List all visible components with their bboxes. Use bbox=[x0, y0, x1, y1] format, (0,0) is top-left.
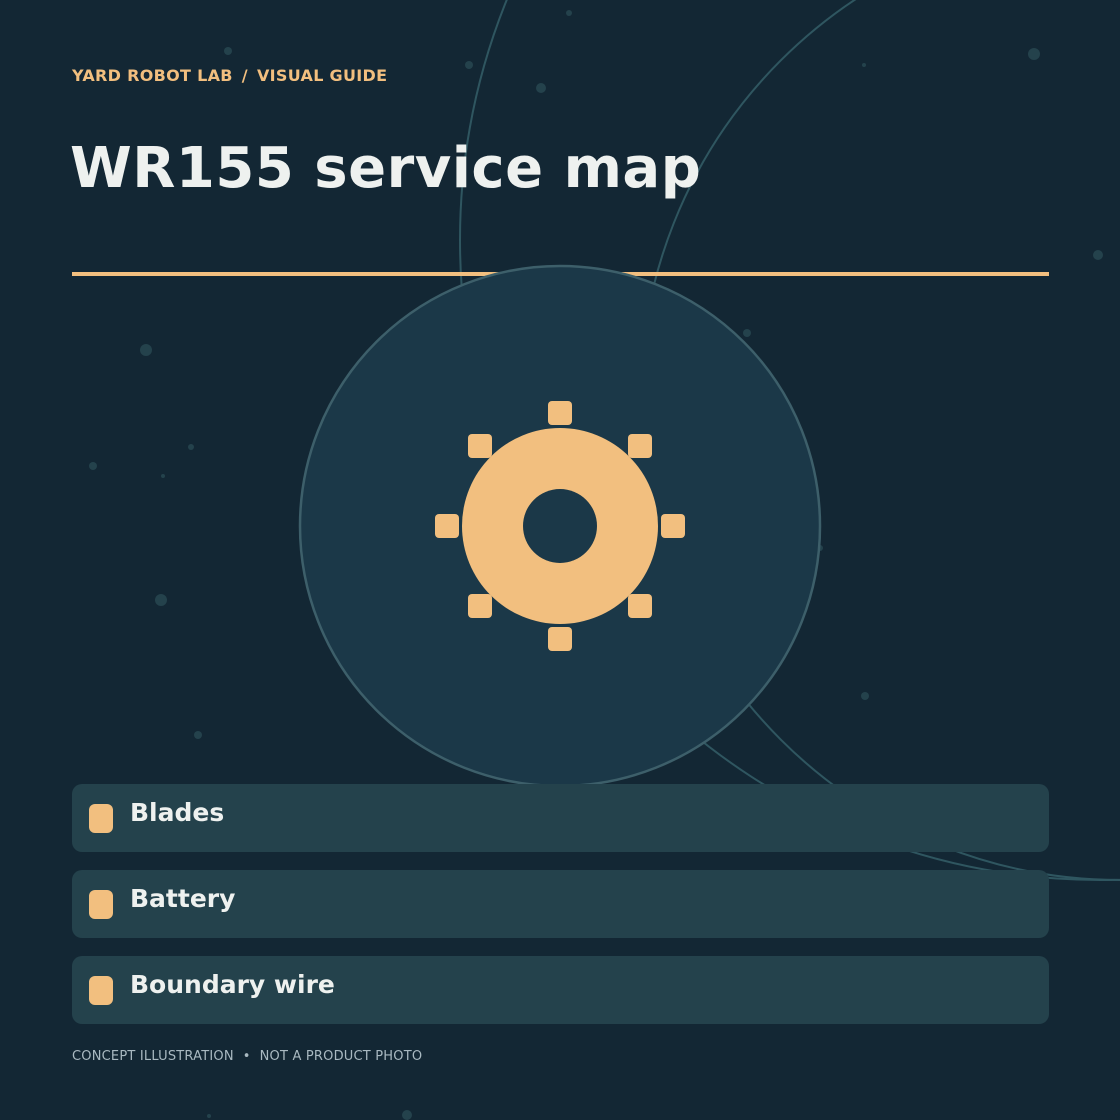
star-dot bbox=[1093, 250, 1103, 260]
star-dot bbox=[224, 47, 232, 55]
star-dot bbox=[194, 731, 202, 739]
star-dot bbox=[743, 329, 751, 337]
star-dot bbox=[465, 61, 473, 69]
list-item-blades[interactable]: Blades bbox=[72, 784, 1049, 852]
gear-tooth bbox=[661, 514, 685, 538]
item-marker bbox=[89, 804, 113, 833]
gear-tooth bbox=[628, 434, 652, 458]
star-dot bbox=[207, 1114, 211, 1118]
star-dot bbox=[89, 462, 97, 470]
component-list: Blades Battery Boundary wire bbox=[72, 784, 1049, 1042]
breadcrumb-separator: / bbox=[241, 66, 248, 85]
star-dot bbox=[155, 594, 167, 606]
gear-tooth bbox=[435, 514, 459, 538]
item-label: Battery bbox=[130, 884, 236, 913]
star-dot bbox=[140, 344, 152, 356]
breadcrumb: YARD ROBOT LAB / VISUAL GUIDE bbox=[72, 66, 387, 85]
gear-hole bbox=[523, 489, 597, 563]
item-label: Boundary wire bbox=[130, 970, 335, 999]
gear-tooth bbox=[548, 627, 572, 651]
footer-separator: • bbox=[242, 1049, 251, 1064]
item-marker bbox=[89, 976, 113, 1005]
gear-tooth bbox=[468, 594, 492, 618]
page-title: WR155 service map bbox=[70, 136, 702, 201]
gear-tooth bbox=[548, 401, 572, 425]
list-item-boundary-wire[interactable]: Boundary wire bbox=[72, 956, 1049, 1024]
breadcrumb-guide[interactable]: VISUAL GUIDE bbox=[256, 66, 388, 85]
star-dot bbox=[161, 474, 165, 478]
footer-note: CONCEPT ILLUSTRATION • NOT A PRODUCT PHOTO bbox=[72, 1049, 422, 1064]
star-dot bbox=[188, 444, 194, 450]
footer-concept: CONCEPT ILLUSTRATION bbox=[72, 1049, 234, 1064]
footer-disclaimer: NOT A PRODUCT PHOTO bbox=[259, 1049, 423, 1064]
star-dot bbox=[536, 83, 546, 93]
hero-illustration bbox=[298, 264, 822, 788]
list-item-battery[interactable]: Battery bbox=[72, 870, 1049, 938]
star-dot bbox=[566, 10, 572, 16]
gear-tooth bbox=[468, 434, 492, 458]
star-dot bbox=[1028, 48, 1040, 60]
item-label: Blades bbox=[130, 798, 225, 827]
star-dot bbox=[402, 1110, 412, 1120]
breadcrumb-lab[interactable]: YARD ROBOT LAB bbox=[72, 66, 233, 85]
star-dot bbox=[862, 63, 866, 67]
item-marker bbox=[89, 890, 113, 919]
gear-tooth bbox=[628, 594, 652, 618]
star-dot bbox=[861, 692, 869, 700]
